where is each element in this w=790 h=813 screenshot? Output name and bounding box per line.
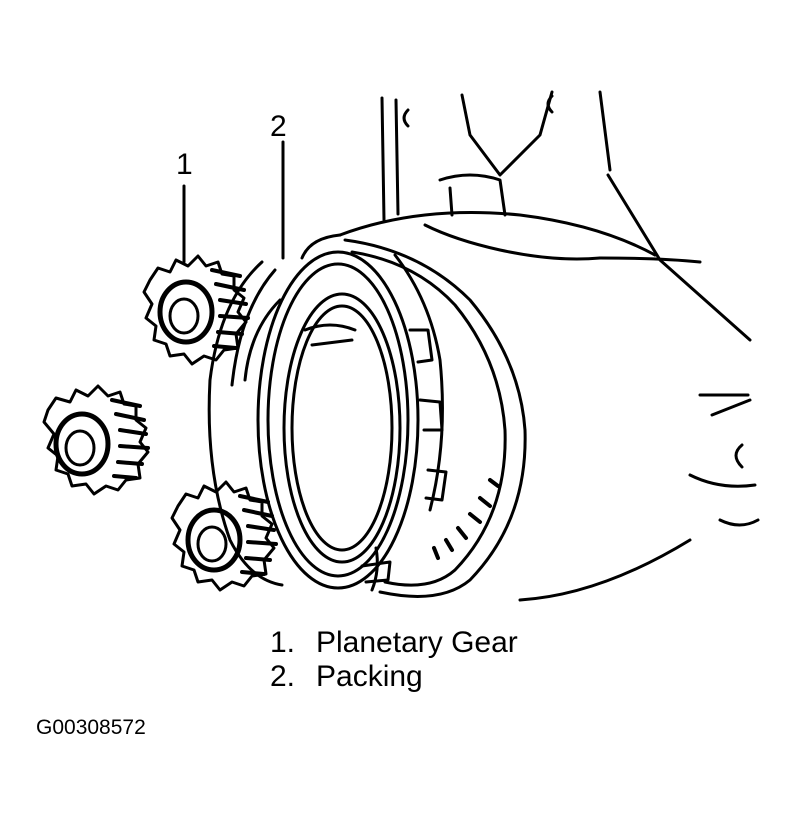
legend: 1. Planetary Gear 2. Packing (270, 626, 518, 694)
transmission-case (338, 90, 760, 602)
legend-item: 2. Packing (270, 660, 518, 694)
case-bolt-hole-2 (546, 94, 554, 114)
planetary-gear-bottom (170, 480, 278, 592)
callout-1: 1 (176, 148, 193, 181)
legend-item: 1. Planetary Gear (270, 626, 518, 660)
planetary-gear-top (142, 254, 250, 366)
case-bolt-hole-1 (402, 108, 410, 128)
planetary-gear-left (42, 384, 150, 496)
figure-id: G00308572 (36, 716, 146, 739)
callout-2: 2 (270, 110, 287, 143)
legend-number: 1. (270, 626, 296, 659)
packing-ring (243, 250, 420, 590)
legend-label: Planetary Gear (316, 626, 518, 659)
ring-gear-teeth (432, 478, 500, 560)
front-housing-flange (300, 233, 527, 598)
case-bolt-hole-3 (734, 443, 744, 469)
legend-label: Packing (316, 660, 423, 693)
legend-number: 2. (270, 660, 296, 693)
